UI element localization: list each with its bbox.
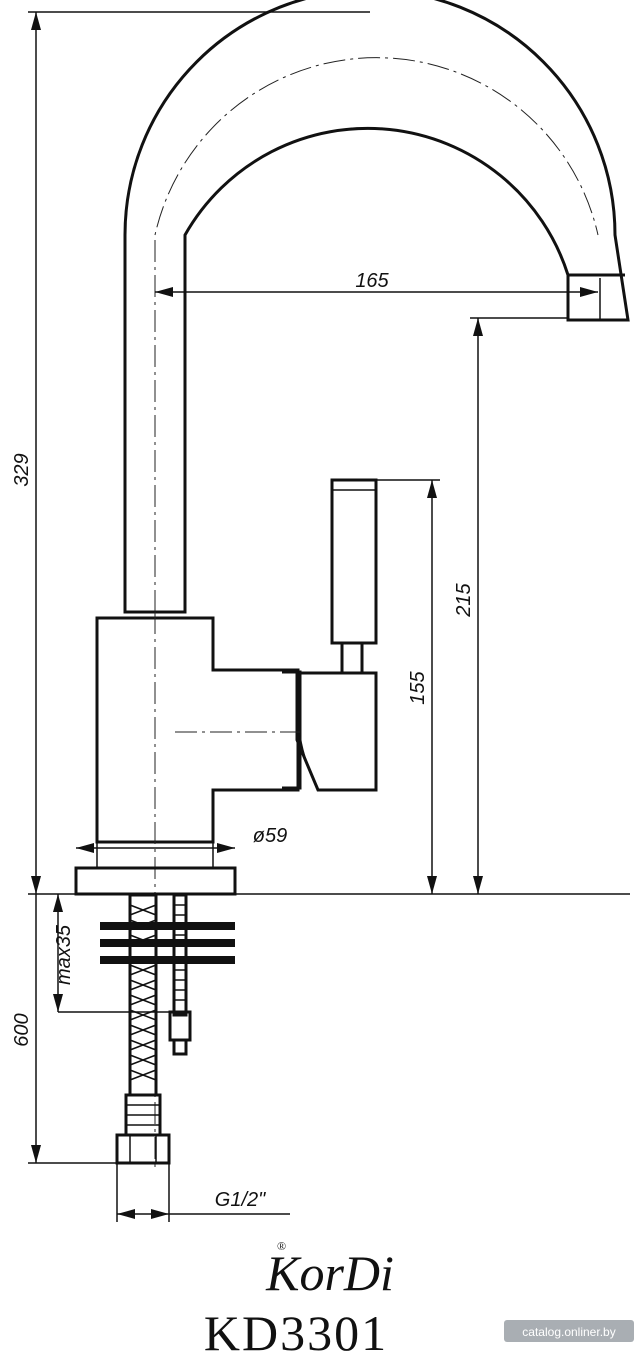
dimension-lines bbox=[28, 11, 630, 1222]
flex-hose bbox=[115, 893, 171, 1165]
faucet-body bbox=[95, 478, 378, 1170]
dim-spout-reach: 165 bbox=[355, 270, 389, 292]
spout bbox=[123, 0, 630, 614]
dim-base-diameter: ø59 bbox=[253, 825, 287, 847]
dim-connection-thread: G1/2" bbox=[215, 1189, 266, 1211]
brand-logo: KorDi bbox=[265, 1245, 394, 1301]
watermark-badge bbox=[504, 1320, 634, 1342]
registered-mark: ® bbox=[277, 1239, 286, 1253]
dim-total-height: 329 bbox=[11, 453, 33, 486]
dim-handle-height: 155 bbox=[407, 670, 429, 704]
dim-hose-length: 600 bbox=[11, 1013, 33, 1046]
mounting-hardware bbox=[100, 893, 235, 1056]
watermark-text: catalog.onliner.by bbox=[522, 1325, 615, 1339]
dim-max-thickness: max35 bbox=[53, 924, 75, 985]
model-number: KD3301 bbox=[204, 1305, 388, 1360]
dim-outlet-height: 215 bbox=[453, 582, 475, 617]
